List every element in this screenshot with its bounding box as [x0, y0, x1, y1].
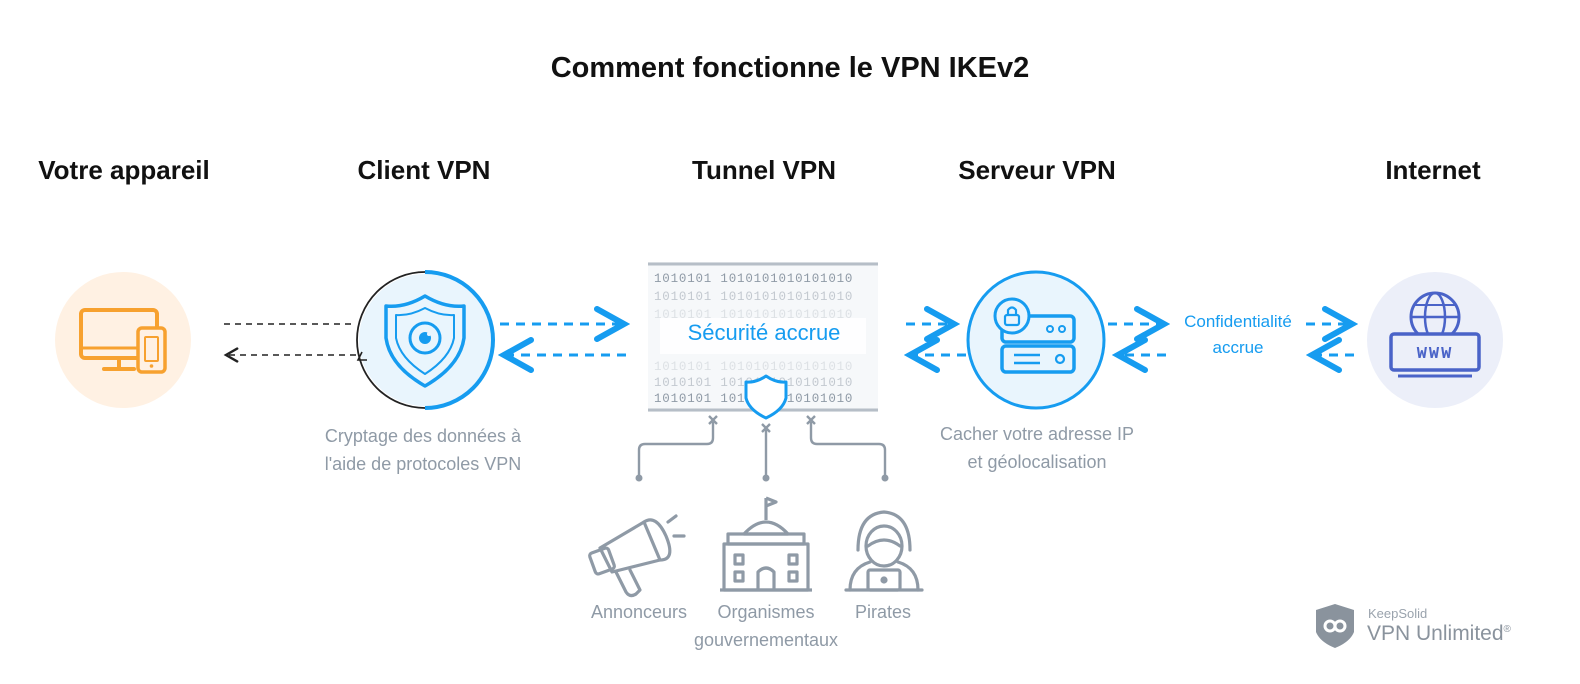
- binary-row: 1010101 1010101010101010: [654, 290, 853, 304]
- binary-stream: 1010101 1010101010101010 1010101 1010101…: [654, 272, 853, 406]
- column-title-internet: Internet: [1385, 155, 1481, 185]
- brand-company: KeepSolid: [1368, 606, 1428, 621]
- threat-label-advertisers: Annonceurs: [590, 602, 688, 622]
- brand-product: VPN Unlimited®: [1367, 622, 1511, 646]
- globe-www-icon: WWW: [1367, 272, 1503, 408]
- server-caption-line2: et géolocalisation: [967, 452, 1107, 472]
- monitor-phone-icon: [55, 272, 191, 408]
- threat-label-hackers: Pirates: [854, 602, 912, 622]
- megaphone-icon: [588, 514, 686, 598]
- column-title-tunnel: Tunnel VPN: [692, 155, 836, 185]
- hacker-icon: [844, 510, 924, 592]
- svg-text:WWW: WWW: [1417, 345, 1454, 364]
- government-building-icon: [720, 496, 812, 592]
- privacy-label-line2: accrue: [1212, 338, 1264, 357]
- threat-label-government-line2: gouvernementaux: [693, 630, 839, 650]
- brand-product-name: VPN Unlimited: [1367, 622, 1504, 645]
- server-lock-icon: [966, 270, 1106, 410]
- threat-label-government-line1: Organismes: [717, 602, 815, 622]
- registered-mark: ®: [1503, 624, 1511, 635]
- tunnel-label: Sécurité accrue: [687, 320, 841, 345]
- keepsolid-logo-icon: [1316, 604, 1354, 648]
- client-caption-line1: Cryptage des données à: [324, 426, 522, 446]
- tunnel-shield-icon: [744, 374, 788, 420]
- column-title-client: Client VPN: [357, 155, 491, 185]
- binary-row: 1010101 1010101010101010: [654, 360, 853, 374]
- binary-row: 1010101 1010101010101010: [654, 272, 853, 286]
- column-title-server: Serveur VPN: [958, 155, 1116, 185]
- privacy-label-line1: Confidentialité: [1184, 312, 1292, 331]
- column-title-device: Votre appareil: [38, 155, 210, 185]
- shield-eye-icon: [356, 270, 495, 410]
- threat-connectors: [637, 415, 887, 478]
- client-caption-line2: l'aide de protocoles VPN: [324, 454, 522, 474]
- page-title: Comment fonctionne le VPN IKEv2: [550, 52, 1030, 84]
- server-caption-line1: Cacher votre adresse IP: [939, 424, 1135, 444]
